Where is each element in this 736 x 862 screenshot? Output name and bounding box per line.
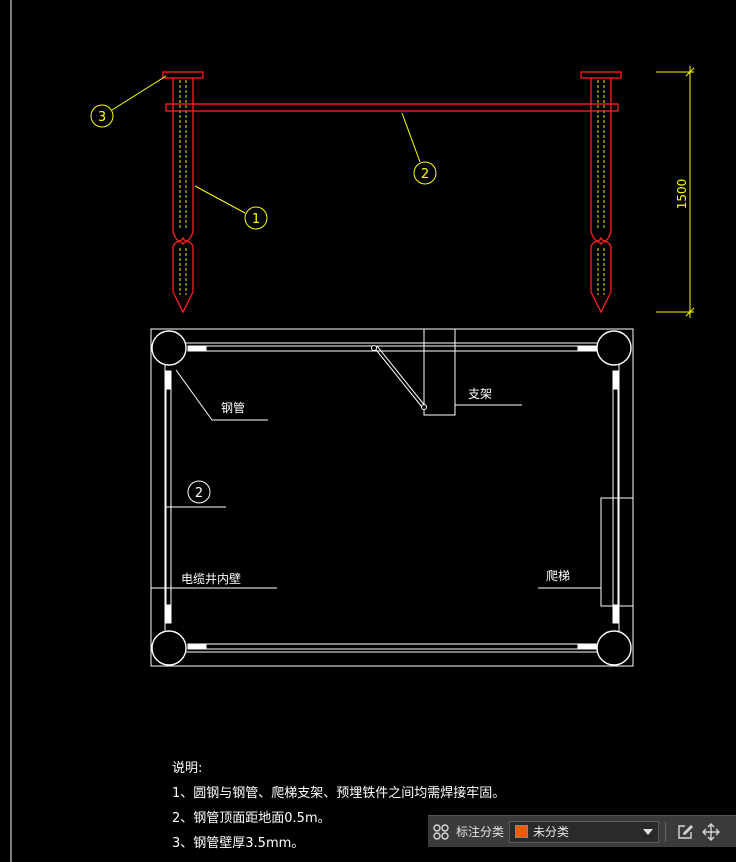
label-ladder: 爬梯 bbox=[546, 569, 570, 583]
plan-bar-bottom bbox=[187, 643, 597, 650]
note-item-1: 1、圆钢与钢管、爬梯支架、预埋铁件之间均需焊接牢固。 bbox=[172, 786, 506, 801]
corner-pipe-bottom-right bbox=[596, 630, 632, 666]
left-pipe-centerline bbox=[179, 80, 187, 295]
move-icon[interactable] bbox=[698, 819, 724, 845]
dimension-line bbox=[656, 66, 695, 318]
callout-3-leader bbox=[111, 75, 167, 111]
callout-1-number: 1 bbox=[252, 212, 260, 227]
dimension-text: 1500 bbox=[675, 179, 689, 210]
well-inner-wall bbox=[164, 342, 620, 653]
note-item-3: 3、钢管壁厚3.5mm。 bbox=[172, 836, 305, 851]
callout-2-bubble bbox=[413, 161, 437, 185]
toolbar-divider bbox=[665, 821, 667, 842]
label-steel-pipe: 钢管 bbox=[221, 400, 245, 415]
plan-view bbox=[150, 328, 634, 667]
right-pipe-centerline bbox=[597, 80, 605, 295]
callout-2-number: 2 bbox=[421, 167, 429, 182]
support-brace-2 bbox=[376, 345, 427, 408]
support-brace-1 bbox=[372, 345, 423, 408]
label-support: 支架 bbox=[468, 387, 492, 401]
callout-1-leader bbox=[194, 185, 246, 214]
plan-bar-left bbox=[165, 370, 172, 624]
notes-title: 说明: bbox=[172, 761, 203, 776]
support-bracket bbox=[423, 328, 456, 416]
callout-3-bubble bbox=[90, 104, 114, 128]
steel-pipe-leader bbox=[175, 369, 213, 421]
label-cable-well-inner-wall: 电缆井内壁 bbox=[181, 571, 241, 586]
corner-pipe-top-right bbox=[596, 330, 632, 366]
right-steel-pipe bbox=[580, 71, 622, 314]
round-steel-bar bbox=[165, 103, 619, 112]
callout-2-leader bbox=[401, 112, 421, 163]
note-item-2: 2、钢管顶面距地面0.5m。 bbox=[172, 811, 331, 826]
well-outer-wall bbox=[150, 328, 634, 667]
elevation-view: 3 2 1 1500 bbox=[90, 66, 695, 318]
ladder bbox=[600, 497, 634, 607]
category-selected-value: 未分类 bbox=[533, 825, 570, 839]
plan-bar-top bbox=[187, 345, 597, 352]
callout-3-number: 3 bbox=[98, 110, 106, 125]
callout-2-plan-bubble bbox=[187, 480, 211, 504]
edit-icon[interactable] bbox=[672, 819, 698, 845]
plan-bar-right bbox=[612, 370, 619, 624]
annotation-category-select[interactable]: 未分类 bbox=[509, 820, 660, 843]
callout-1-bubble bbox=[244, 206, 268, 230]
grid-icon[interactable] bbox=[428, 819, 454, 845]
left-steel-pipe bbox=[162, 71, 204, 314]
callout-2-plan-number: 2 bbox=[195, 486, 203, 501]
annotation-category-label: 标注分类 bbox=[456, 825, 505, 839]
corner-pipe-top-left bbox=[151, 330, 187, 366]
notes-block: 说明: 1、圆钢与钢管、爬梯支架、预埋铁件之间均需焊接牢固。 2、钢管顶面距地面… bbox=[172, 756, 505, 856]
category-color-swatch bbox=[515, 825, 529, 838]
annotation-category-toolbar: 标注分类 未分类 bbox=[428, 815, 736, 847]
chevron-down-icon bbox=[643, 828, 654, 835]
corner-pipe-bottom-left bbox=[151, 630, 187, 666]
